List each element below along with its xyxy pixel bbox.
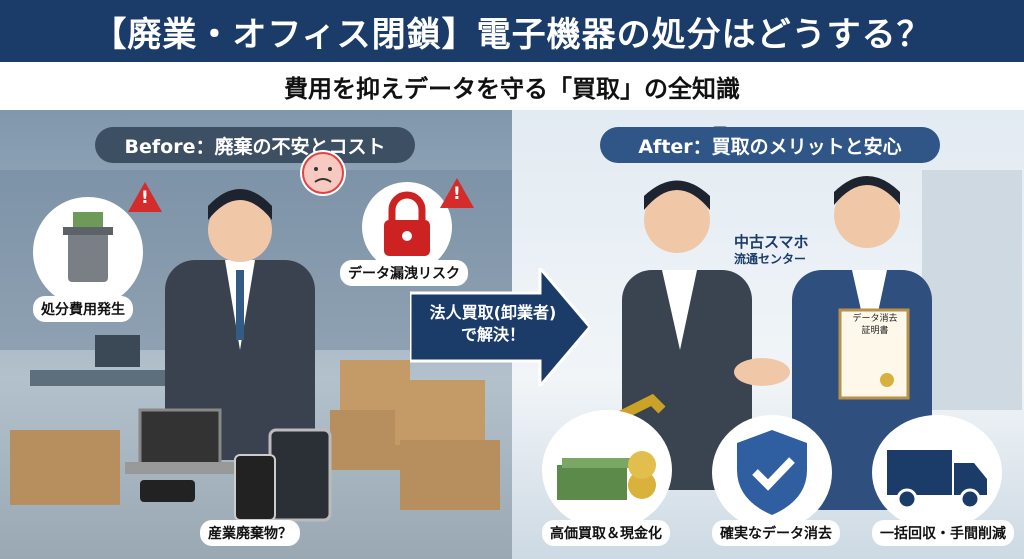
- company-name-line1: 中古スマホ: [734, 233, 809, 251]
- disposal-cost-label: 処分費用発生: [33, 296, 133, 322]
- benefit-label: 高価買取＆現金化: [542, 520, 670, 546]
- certificate-title-line2: 証明書: [861, 326, 889, 336]
- page-subtitle: 費用を抑えデータを守る「買取」の全知識: [0, 62, 1024, 110]
- laptop: [138, 408, 222, 467]
- page-title: 【廃業・オフィス閉鎖】電子機器の処分はどうする？: [0, 0, 1024, 62]
- warning-icon: !: [440, 178, 474, 208]
- industrial-waste-label: 産業廃棄物？: [200, 520, 300, 546]
- lock-bubble: [362, 182, 452, 272]
- arrow-text-line2: で解決！: [460, 325, 525, 344]
- lock-icon: [384, 191, 430, 256]
- benefit-label: 一括回収・手間削減: [872, 520, 1014, 546]
- company-name-line2: 流通センター: [734, 252, 807, 266]
- data-leak-label: データ漏洩リスク: [340, 260, 468, 286]
- truck-icon: [887, 450, 987, 510]
- shield-check-icon: [737, 430, 807, 515]
- truck-bubble: [872, 415, 1002, 530]
- trash-bubble: [33, 197, 143, 307]
- solution-arrow-text: 法人買取(卸業者) で解決！: [418, 302, 568, 346]
- cardboard-box: [10, 430, 120, 505]
- certificate-title-line1: データ消去: [852, 314, 898, 324]
- company-logo: 中古スマホ 流通センター: [734, 234, 809, 268]
- benefit-label: 確実なデータ消去: [712, 520, 840, 546]
- tablet: [268, 428, 332, 522]
- after-heading: After：買取のメリットと安心: [600, 127, 940, 163]
- solution-arrow: [410, 268, 590, 386]
- shield-bubble: [712, 415, 832, 530]
- smartphone: [234, 454, 276, 521]
- worried-face-icon: [300, 150, 346, 196]
- arrow-text-line1: 法人買取(卸業者): [429, 303, 557, 322]
- certificate: [838, 308, 910, 400]
- warning-icon: !: [128, 182, 162, 212]
- handshake: [734, 358, 790, 386]
- money-icon: [557, 451, 656, 500]
- certificate-text: データ消去 証明書: [845, 313, 905, 337]
- before-panel: Before：廃棄の不安とコスト ! 処分費用発生 ! データ漏洩リスク 産業廃…: [0, 110, 512, 559]
- trash-can-icon: [63, 212, 113, 282]
- before-heading: Before：廃棄の不安とコスト: [95, 127, 415, 163]
- money-bubble: [542, 410, 672, 530]
- after-panel: After：買取のメリットと安心 中古スマホ 流通センター データ消去 証明書 …: [512, 110, 1024, 559]
